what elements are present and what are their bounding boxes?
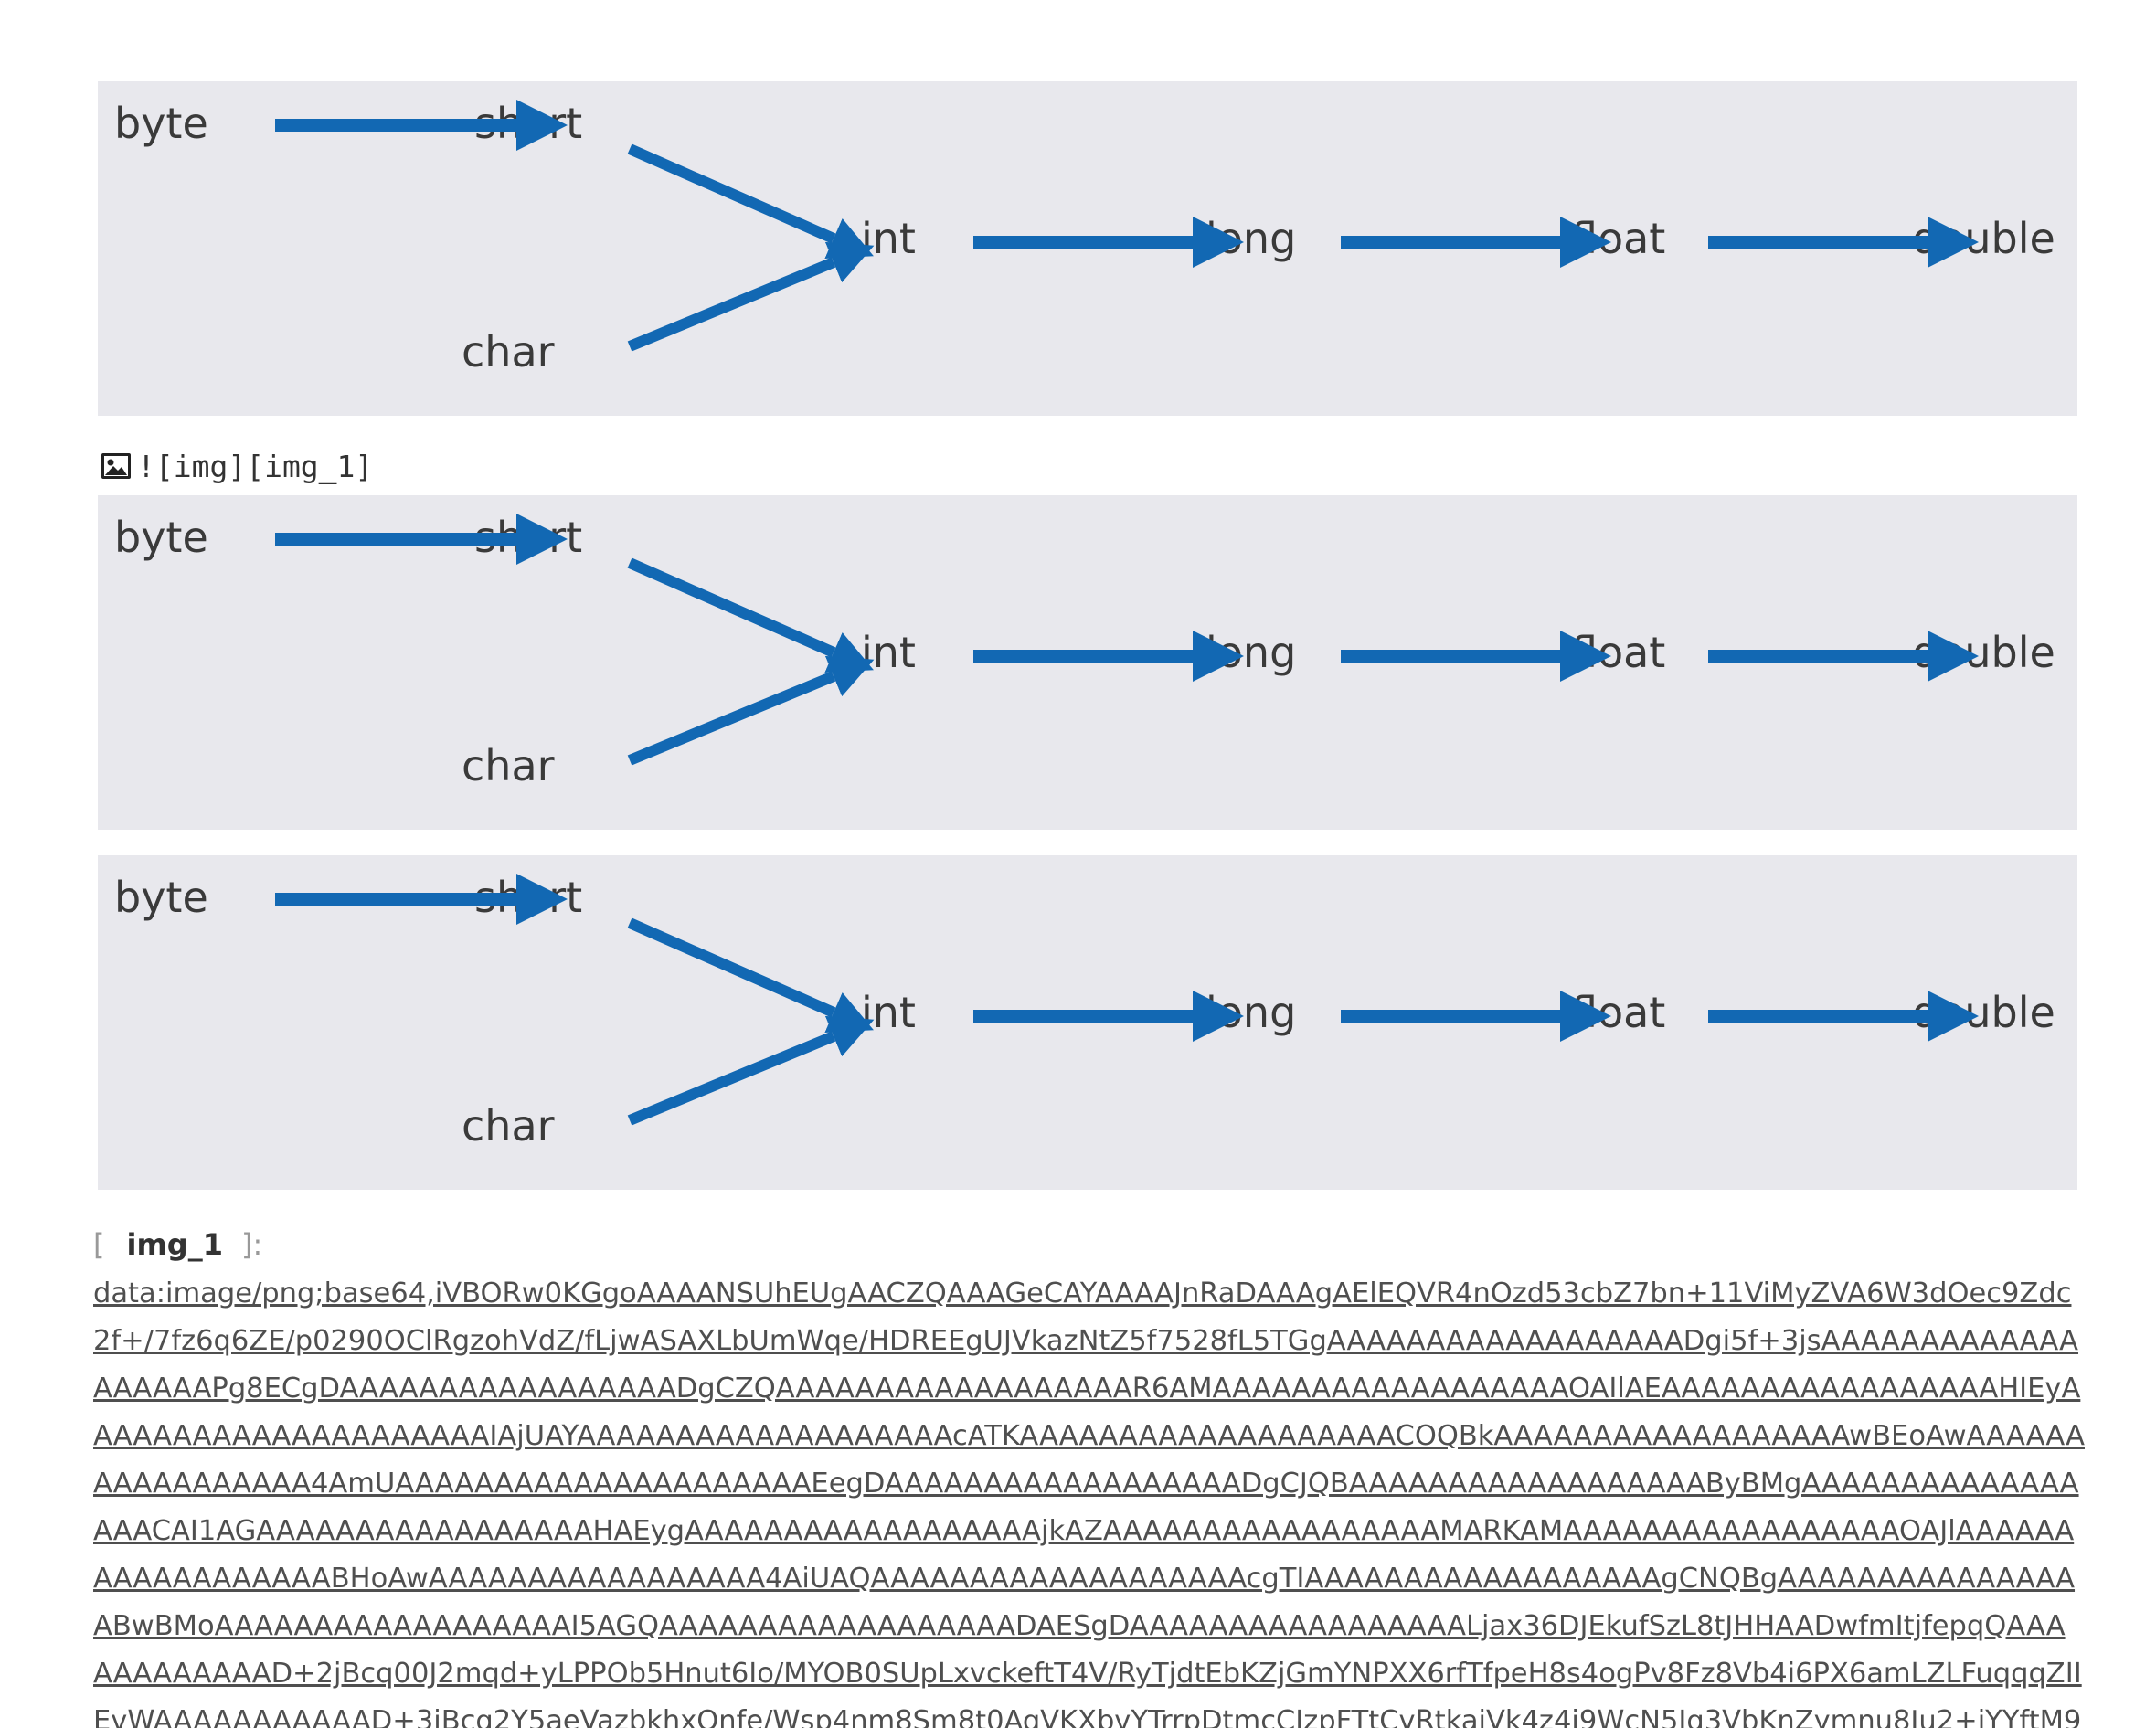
arrow-char-to-int: [627, 1015, 875, 1126]
node-char: char: [462, 327, 555, 376]
node-int: int: [861, 214, 916, 263]
type-promotion-diagram: byte short char int long float double: [98, 81, 2077, 416]
node-byte: byte: [114, 99, 208, 148]
arrow-short-to-int: [627, 917, 874, 1033]
type-promotion-diagram: byte short char int long float double: [98, 855, 2077, 1190]
ref-close-bracket: ]:: [240, 1227, 263, 1262]
arrow-short-to-int: [627, 557, 874, 673]
image-reference-label: [ img_1 ]:: [93, 1224, 262, 1265]
arrow-char-to-int: [627, 655, 875, 766]
node-char: char: [462, 1101, 555, 1150]
node-double: double: [1912, 988, 2055, 1037]
image-alt-text: ![img][img_1]: [137, 448, 374, 484]
type-promotion-svg: byte short char int long float double: [114, 873, 2055, 1150]
type-promotion-svg: byte short char int long float double: [114, 513, 2055, 790]
type-promotion-diagram: byte short char int long float double: [98, 495, 2077, 830]
node-long: long: [1205, 988, 1296, 1037]
node-byte: byte: [114, 513, 208, 562]
node-byte: byte: [114, 873, 208, 922]
image-markdown-alt: ![img][img_1]: [101, 446, 373, 486]
node-float: float: [1571, 628, 1665, 677]
image-data-uri-link[interactable]: data:image/png;base64,iVBORw0KGgoAAAANSU…: [93, 1277, 2085, 1728]
node-int: int: [861, 628, 916, 677]
node-float: float: [1571, 214, 1665, 263]
type-promotion-svg: byte short char int long float double: [114, 99, 2055, 376]
arrow-char-to-int: [627, 241, 875, 352]
node-long: long: [1205, 628, 1296, 677]
node-char: char: [462, 741, 555, 790]
node-float: float: [1571, 988, 1665, 1037]
node-int: int: [861, 988, 916, 1037]
ref-open-bracket: [: [93, 1227, 105, 1262]
ref-name: img_1: [126, 1227, 223, 1262]
arrow-short-to-int: [627, 143, 874, 259]
broken-image-icon: [101, 453, 131, 479]
node-double: double: [1912, 628, 2055, 677]
node-long: long: [1205, 214, 1296, 263]
node-double: double: [1912, 214, 2055, 263]
